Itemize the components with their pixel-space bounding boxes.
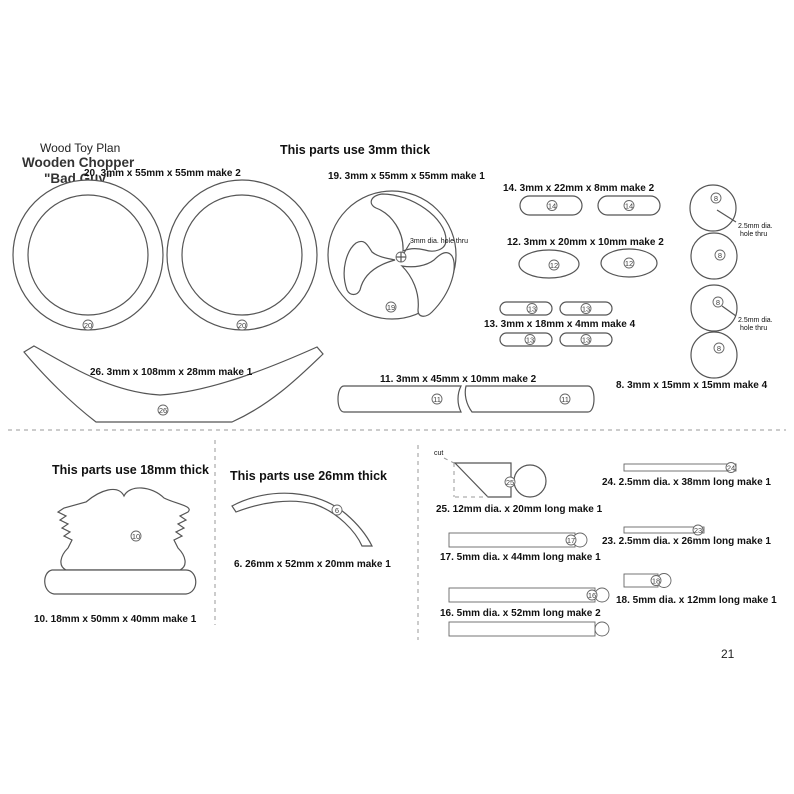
part-number: 10 xyxy=(132,532,140,541)
part-number: 8 xyxy=(716,298,720,307)
part-number: 13 xyxy=(528,305,536,314)
part-6-fender: 6 xyxy=(231,492,373,547)
part-11-pieces: 11 11 xyxy=(337,385,595,413)
part-24-label: 24. 2.5mm dia. x 38mm long make 1 xyxy=(602,477,771,488)
part-number: 8 xyxy=(718,251,722,260)
part-17-dowel: 17 xyxy=(448,532,588,548)
part-number: 13 xyxy=(526,336,534,345)
part-26-label: 26. 3mm x 108mm x 28mm make 1 xyxy=(90,367,253,378)
hole-note-25-b2: hole thru xyxy=(740,325,767,332)
part-number: 12 xyxy=(550,261,558,270)
part-number: 26 xyxy=(159,406,167,415)
part-26-handlebar: 26 xyxy=(23,345,324,423)
part-number: 16 xyxy=(588,591,596,600)
part-number: 11 xyxy=(561,395,569,404)
part-number: 17 xyxy=(567,536,575,545)
part-number: 8 xyxy=(714,194,718,203)
part-20-label: 20. 3mm x 55mm x 55mm make 2 xyxy=(84,168,241,179)
section-26mm-heading: This parts use 26mm thick xyxy=(230,469,387,483)
part-25-label: 25. 12mm dia. x 20mm long make 1 xyxy=(436,504,603,515)
part-13-pieces: 13 13 13 13 xyxy=(499,301,613,347)
part-number: 24 xyxy=(727,464,735,473)
part-10-engine-block: 10 xyxy=(44,487,197,595)
part-number: 23 xyxy=(694,526,702,535)
part-12-pieces: 12 12 xyxy=(518,248,658,279)
part-number: 25 xyxy=(506,478,514,487)
part-24-dowel: 24 xyxy=(623,462,737,473)
part-10-label: 10. 18mm x 50mm x 40mm make 1 xyxy=(34,614,197,625)
part-19-fan-disc: 19 xyxy=(327,190,457,320)
part-8-discs: 8 8 8 8 xyxy=(689,184,738,379)
plan-title: Wooden Chopper xyxy=(22,155,135,170)
part-16-label: 16. 5mm dia. x 52mm long make 2 xyxy=(440,608,601,619)
part-number: 13 xyxy=(582,336,590,345)
plan-label: Wood Toy Plan xyxy=(40,141,120,155)
part-23-label: 23. 2.5mm dia. x 26mm long make 1 xyxy=(602,536,771,547)
part-14-pieces: 14 14 xyxy=(519,195,661,216)
section-3mm-heading: This parts use 3mm thick xyxy=(280,143,430,157)
part-20-ring-left: 20 xyxy=(12,179,164,331)
part-number: 14 xyxy=(548,202,556,211)
part-number: 11 xyxy=(433,395,441,404)
part-number: 6 xyxy=(335,506,339,515)
part-19-label: 19. 3mm x 55mm x 55mm make 1 xyxy=(328,171,485,182)
hole-note-3mm: 3mm dia. hole thru xyxy=(410,238,468,245)
part-number: 20 xyxy=(84,321,92,330)
part-23-dowel: 23 xyxy=(623,524,705,536)
hole-note-25-a1: 2.5mm dia. xyxy=(738,223,773,230)
part-number: 13 xyxy=(582,305,590,314)
part-number: 20 xyxy=(238,321,246,330)
part-8-label: 8. 3mm x 15mm x 15mm make 4 xyxy=(616,380,768,391)
part-number: 8 xyxy=(717,344,721,353)
cut-note: cut xyxy=(434,450,443,457)
section-18mm-heading: This parts use 18mm thick xyxy=(52,463,209,477)
part-18-label: 18. 5mm dia. x 12mm long make 1 xyxy=(616,595,777,606)
part-12-label: 12. 3mm x 20mm x 10mm make 2 xyxy=(507,237,664,248)
part-number: 19 xyxy=(387,303,395,312)
part-13-label: 13. 3mm x 18mm x 4mm make 4 xyxy=(484,319,636,330)
hole-note-25-b1: 2.5mm dia. xyxy=(738,317,773,324)
part-16-dowels: 16 xyxy=(448,587,610,637)
part-number: 14 xyxy=(625,202,633,211)
part-20-ring-right: 20 xyxy=(166,179,318,331)
part-18-dowel: 18 xyxy=(623,573,672,588)
part-number: 18 xyxy=(652,577,660,586)
part-6-label: 6. 26mm x 52mm x 20mm make 1 xyxy=(234,559,391,570)
hole-note-25-a2: hole thru xyxy=(740,231,767,238)
part-17-label: 17. 5mm dia. x 44mm long make 1 xyxy=(440,552,601,563)
part-25-wheel-dowel: 25 xyxy=(443,457,547,498)
part-11-label: 11. 3mm x 45mm x 10mm make 2 xyxy=(380,374,537,385)
part-14-label: 14. 3mm x 22mm x 8mm make 2 xyxy=(503,183,655,194)
page-number: 21 xyxy=(721,647,735,661)
part-number: 12 xyxy=(625,259,633,268)
